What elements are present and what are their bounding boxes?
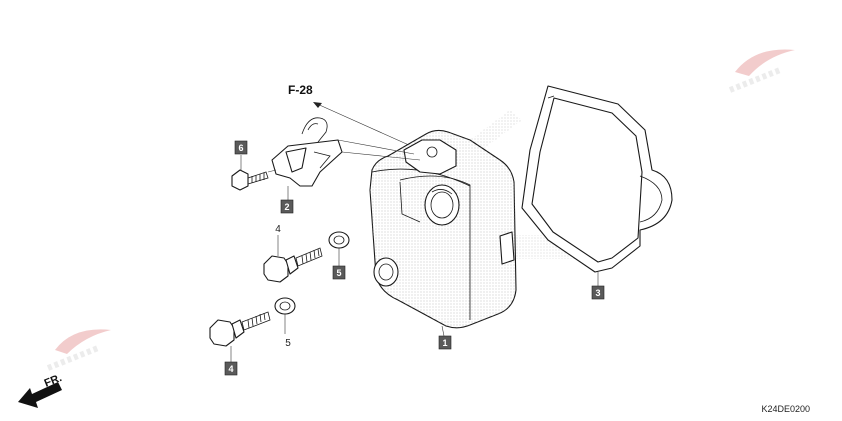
callout-6: 6: [234, 140, 248, 155]
callout-3: 3: [591, 272, 605, 300]
svg-text:3: 3: [595, 288, 600, 298]
svg-text:4: 4: [275, 224, 281, 235]
bracket-part-2: [271, 117, 421, 200]
svg-text:4: 4: [228, 364, 233, 374]
watermark-moto-left: [46, 329, 111, 371]
callout-2: 2: [280, 199, 294, 214]
bolt-part-4-upper: [263, 235, 323, 283]
callout-5-boxed: 5: [332, 265, 346, 280]
callout-4-boxed: 4: [224, 361, 238, 376]
svg-text:5: 5: [336, 268, 341, 278]
gasket-part-3: [521, 85, 673, 273]
head-cover-part-1: [369, 129, 517, 337]
svg-text:6: 6: [238, 143, 243, 153]
svg-text:2: 2: [284, 202, 289, 212]
svg-text:5: 5: [285, 338, 291, 349]
callout-1: 1: [438, 335, 452, 350]
diagram-code: K24DE0200: [761, 404, 810, 414]
ref-label: F-28: [288, 83, 313, 97]
washer-part-5-upper: [328, 231, 350, 266]
ref-arrow: [313, 102, 421, 151]
watermark-moto-top-right: [728, 49, 795, 93]
svg-text:1: 1: [442, 338, 447, 348]
front-direction-arrow: FR.: [18, 372, 64, 408]
bolt-part-6: [231, 155, 277, 191]
callout-4-plain: 4: [275, 224, 281, 235]
callout-5-plain: 5: [285, 338, 291, 349]
bolt-part-4-lower: [209, 311, 271, 362]
washer-part-5-lower: [274, 297, 296, 334]
